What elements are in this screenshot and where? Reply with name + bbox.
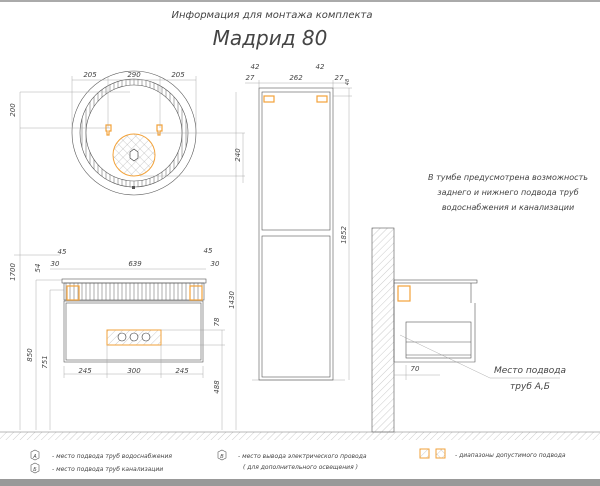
dim-right-45: 45 [204, 247, 213, 255]
title: Мадрид 80 [213, 26, 328, 50]
top-border [0, 0, 600, 2]
marker-a-icon [30, 449, 40, 461]
note-line-1: В тумбе предусмотрена возможность [428, 173, 588, 182]
dim-bottom-right: 245 [175, 367, 189, 375]
dim-mirror-right: 205 [171, 71, 185, 79]
pipe-label-2: труб А,Б [510, 382, 550, 392]
range-zone-right [316, 95, 328, 103]
legend-c-text-1: - место вывода электрического провода [238, 453, 367, 460]
pencil-case-front-view [245, 80, 352, 381]
dim-bottom-left: 245 [78, 367, 92, 375]
range-zone-side [397, 285, 411, 302]
legend-a-text: - место подвода труб водоснабжения [52, 453, 172, 460]
pipe-label-1: Место подвода [494, 366, 566, 376]
dim-vanity-width: 639 [128, 260, 142, 268]
marker-c-icon [217, 449, 227, 461]
dim-mirror-top: 200 [9, 103, 17, 117]
marker-b-icon [30, 462, 40, 474]
side-view [371, 227, 560, 433]
dim-27-left: 27 [246, 74, 255, 82]
dim-left-30: 30 [51, 260, 60, 268]
electric-outlet-icon [129, 148, 139, 162]
dim-mirror-center: 290 [127, 71, 141, 79]
legend-b-text: - место подвода труб канализации [52, 466, 163, 473]
dim-70: 70 [411, 365, 420, 373]
note-line-3: водоснабжения и канализации [442, 203, 574, 212]
dim-1852: 1852 [340, 226, 348, 244]
legend-a-mark: А [32, 454, 37, 460]
subtitle: Информация для монтажа комплекта [172, 10, 373, 21]
dim-751: 751 [41, 355, 49, 368]
mirror-front-view [14, 70, 245, 430]
note-line-2: заднего и нижнего подвода труб [437, 188, 578, 197]
dim-488: 488 [213, 380, 221, 394]
wall [371, 227, 395, 433]
bottom-border [0, 479, 600, 486]
legend-c-text-2: ( для дополнительного освещения ) [243, 464, 358, 471]
mount-hook-icon [105, 124, 112, 136]
dim-42-right: 42 [316, 63, 325, 71]
range-hatch-icon [419, 448, 430, 459]
dim-42-left: 42 [251, 63, 260, 71]
dim-left-45: 45 [58, 248, 67, 256]
dim-mirror-left: 205 [83, 71, 97, 79]
vanity-front-view [35, 92, 345, 430]
dim-78: 78 [213, 317, 221, 326]
dim-850: 850 [26, 348, 34, 362]
mount-hook-icon [156, 124, 163, 136]
dim-lamp: 240 [234, 148, 242, 162]
dim-1700: 1700 [9, 263, 17, 281]
range-zone-left [66, 285, 80, 301]
legend-range-text: - диапазоны допустимого подвода [455, 452, 566, 459]
range-zone-right [189, 285, 203, 301]
dim-54: 54 [34, 264, 42, 273]
legend: А - место подвода труб водоснабжения Б -… [30, 448, 566, 474]
floor [0, 432, 600, 440]
dim-1430: 1430 [228, 291, 236, 309]
legend-c-mark: В [220, 454, 224, 460]
dim-right-30: 30 [211, 260, 220, 268]
legend-b-mark: Б [33, 467, 37, 473]
range-cross-icon [435, 448, 446, 459]
dim-48: 48 [345, 79, 351, 85]
dim-bottom-center: 300 [127, 367, 141, 375]
dim-262: 262 [289, 74, 303, 82]
dim-27-right: 27 [335, 74, 344, 82]
range-zone-left [263, 95, 275, 103]
